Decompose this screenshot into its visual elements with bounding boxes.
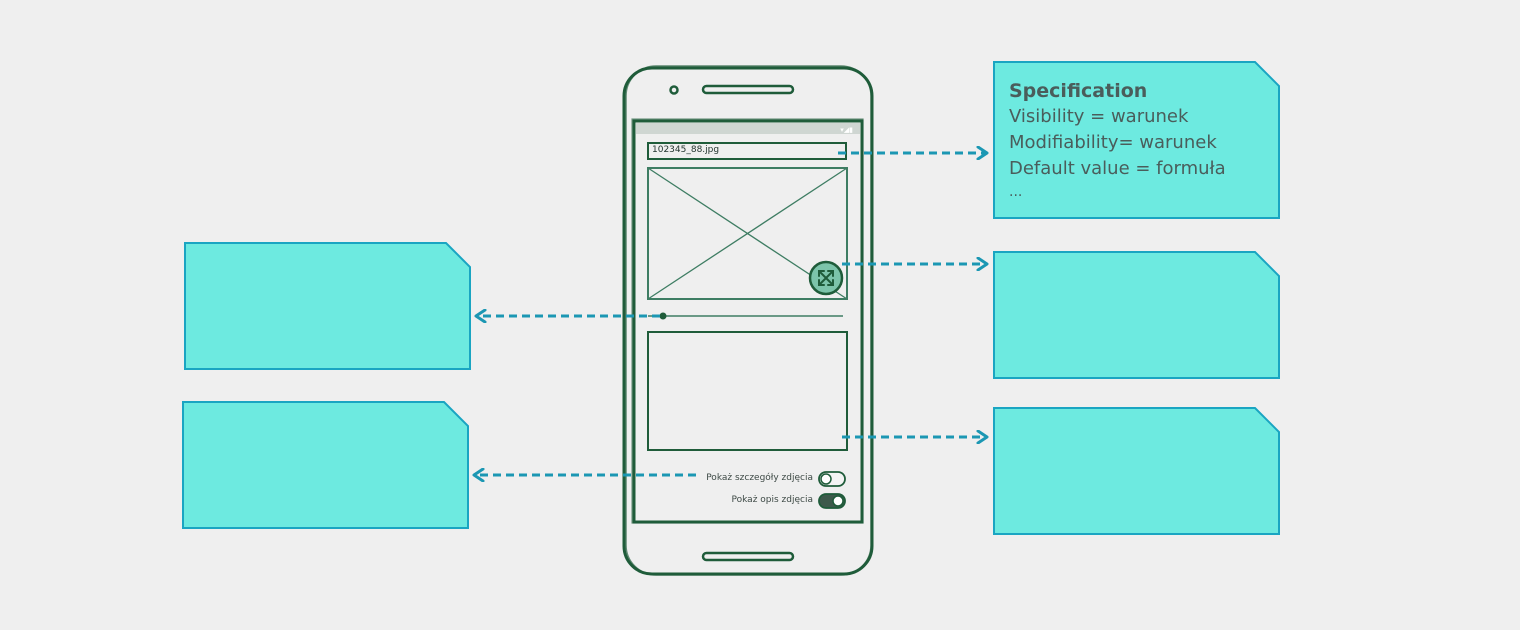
expand-arrows-icon: [818, 270, 834, 286]
spec-line-visibility: Visibility = warunek: [1009, 106, 1189, 127]
toggle-details-label: Pokaż szczegóły zdjęcia: [706, 473, 813, 483]
spec-note-title: Specification: [1009, 80, 1148, 102]
status-bar: [636, 123, 860, 134]
slider-thumb[interactable]: [659, 312, 667, 320]
toggle-description-label: Pokaż opis zdjęcia: [731, 495, 813, 505]
toggle-show-description[interactable]: [818, 493, 846, 509]
fullscreen-button[interactable]: [808, 260, 844, 296]
phone-wireframe: [622, 65, 874, 576]
note-box-left-bottom: [182, 401, 469, 529]
filename-field[interactable]: [647, 142, 847, 160]
note-box-right-middle: [993, 251, 1280, 379]
spec-line-ellipsis: ...: [1009, 184, 1023, 200]
toggle-show-details[interactable]: [818, 471, 846, 487]
description-box: [647, 331, 848, 451]
spec-line-modifiability: Modifiability= warunek: [1009, 132, 1217, 153]
spec-note-box: [993, 61, 1280, 219]
note-box-right-bottom: [993, 407, 1280, 535]
spec-note-text: Specification Visibility = warunek Modif…: [1009, 78, 1269, 202]
filename-value: 102345_88.jpg: [652, 145, 720, 155]
spec-line-default-value: Default value = formuła: [1009, 158, 1226, 179]
note-box-left-top: [184, 242, 471, 370]
status-icons: ▾◢▮: [840, 126, 853, 134]
